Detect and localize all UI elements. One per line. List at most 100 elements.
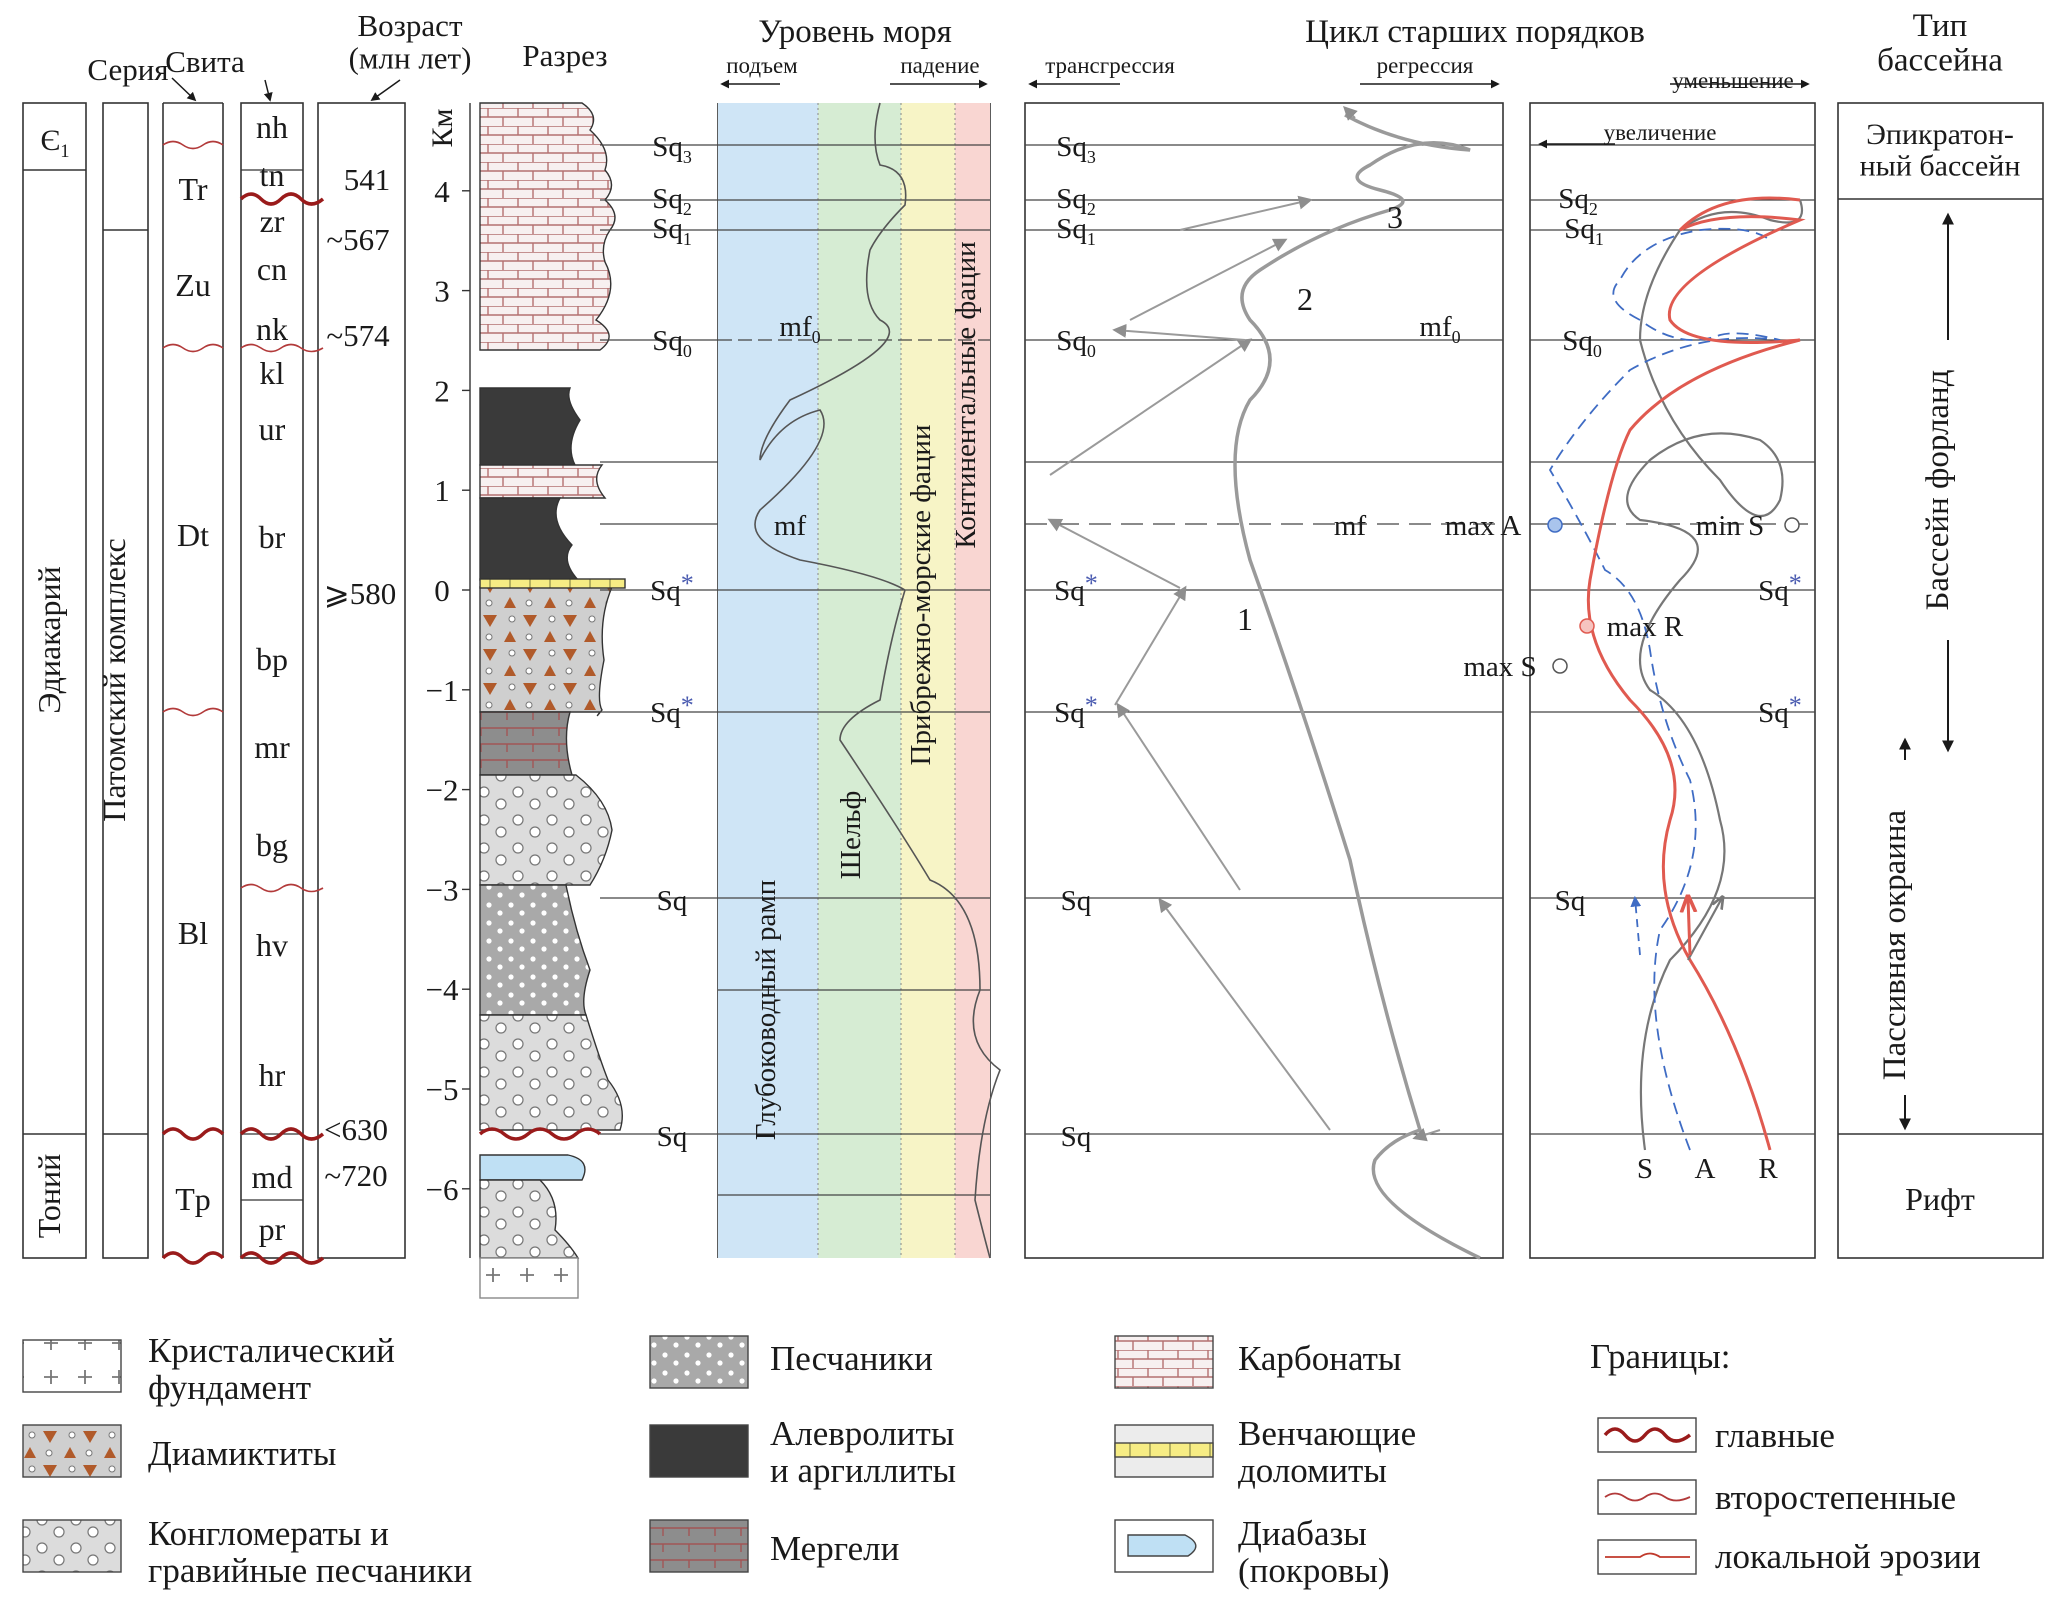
litho-diabase [479,1154,586,1181]
mf-label-sea: mf [774,510,807,542]
basin-arrows [1899,212,1954,1131]
litho-basement [479,1257,579,1299]
mf0-label-cycle: mf0 [1419,311,1460,347]
sar-s-label: S [1637,1153,1653,1185]
suite-nh: nh [256,109,288,145]
suite-zr: zr [260,203,285,239]
sar-curve-s [1626,199,1803,1151]
suite-tn: tn [260,157,285,193]
cycle-arrow-4 [1047,518,1181,589]
legend-marl: Мергели [770,1529,899,1568]
depth-axis [462,103,471,1258]
max-a-marker [1547,517,1563,533]
cycle-arrow-8 [1179,195,1313,231]
cycle-curve [1047,106,1481,1260]
legend-carbonate: Карбонаты [1238,1339,1401,1378]
legend-swatch-conglomerate [22,1519,122,1573]
seq-label-cycle-5: Sq* [1054,691,1098,729]
litho-conglomerate-3 [479,1179,580,1259]
system-ediacaran: Эдиакарий [31,566,67,713]
min-s-marker [1784,517,1800,533]
cycle-number-1: 1 [1237,601,1253,637]
litho-sandstone [479,884,591,1016]
max-a-label: max A [1445,510,1522,542]
legend-swatch-siltstone [649,1424,749,1478]
litho-crown-dolomite [479,578,626,589]
series-zu: Zu [175,267,211,303]
sar-curve-a [1548,227,1781,1151]
basin-foreland: Бассейн форланд [1920,369,1956,610]
basin-rift: Рифт [1905,1181,1975,1217]
legend-sandstone: Песчаники [770,1339,933,1378]
seq-label-section-5: Sq* [650,691,694,729]
series-bl: Bl [178,915,208,951]
header-series: Серия [87,52,168,87]
suite-dividers [241,169,303,1201]
litho-diamictite [479,586,614,717]
max-s-label: max S [1463,651,1536,683]
seq-label-cycle-3: Sq0 [1056,325,1096,361]
basin-passive-margin: Пассивная окраина [1877,809,1913,1080]
header-transgression: трансгрессия [1045,53,1175,78]
seq-label-cycle-2: Sq1 [1056,213,1096,249]
facies-continental-label: Континентальные фации [950,241,982,548]
depth-tick-1: 3 [434,274,450,309]
erosion-boundaries [161,140,602,1265]
depth-tick-5: −1 [426,673,459,708]
header-age: Возраст(млн лет) [349,8,472,76]
series-tp: Tp [175,1181,211,1217]
sar-r-label: R [1758,1153,1778,1185]
seq-label-section-6: Sq [657,885,688,917]
age-1: ~567 [326,222,389,257]
age-3: ⩾580 [324,576,396,611]
facies-bands [718,103,990,1258]
depth-tick-9: −5 [426,1072,459,1107]
seq-label-sar-5: Sq* [1758,691,1802,729]
cycle-main-curve [1233,113,1481,1260]
seq-label-section-4: Sq* [650,569,694,607]
seq-label-section-0: Sq3 [652,131,692,167]
header-sea-level: Уровень моря [758,14,952,50]
depth-tick-6: −2 [426,773,459,808]
facies-band-deep-ramp [718,103,818,1258]
header-arrows [171,77,1810,149]
sar-arrow-r [1688,898,1690,956]
sar-curves [1547,196,1806,1151]
cycle-arrow-1 [1158,897,1331,1131]
suite-nk: nk [256,311,288,347]
legend-swatch-minor-boundary [1597,1479,1697,1515]
litho-carbonate-mid [479,464,607,499]
header-sea-fall: падение [900,53,979,78]
cycle-number-3: 3 [1387,199,1403,235]
seq-label-section-1: Sq2 [652,183,692,219]
legend [22,1335,1697,1575]
sar-a-label: A [1695,1153,1716,1185]
cycle-arrow-5 [1049,338,1253,476]
mf-label-cycle: mf [1334,510,1367,542]
facies-band-continental [955,103,990,1258]
facies-band-coastal [901,103,955,1258]
litho-siltstone-1 [479,387,581,466]
suite-bg: bg [256,827,288,863]
depth-tick-10: −6 [426,1172,459,1207]
sequence-lines [600,144,1815,1196]
cycle-arrow-3 [1114,585,1187,706]
depth-tick-8: −4 [426,972,459,1007]
seq-label-sar-4: Sq* [1758,569,1802,607]
system-cambrian: Є1 [40,124,69,162]
seq-label-sar-6: Sq [1555,885,1586,917]
suite-hv: hv [256,927,288,963]
age-5: ~720 [324,1158,387,1193]
legend-swatch-marl [649,1519,749,1573]
seq-label-sar-2: Sq1 [1564,213,1604,249]
litho-carbonate-upper [479,102,616,351]
seq-label-section-2: Sq1 [652,213,692,249]
sar-arrow-s [1687,898,1722,961]
cycle-arrow-7 [1129,238,1288,321]
suite-hr: hr [259,1057,286,1093]
header-sea-rise: подъем [726,53,798,78]
